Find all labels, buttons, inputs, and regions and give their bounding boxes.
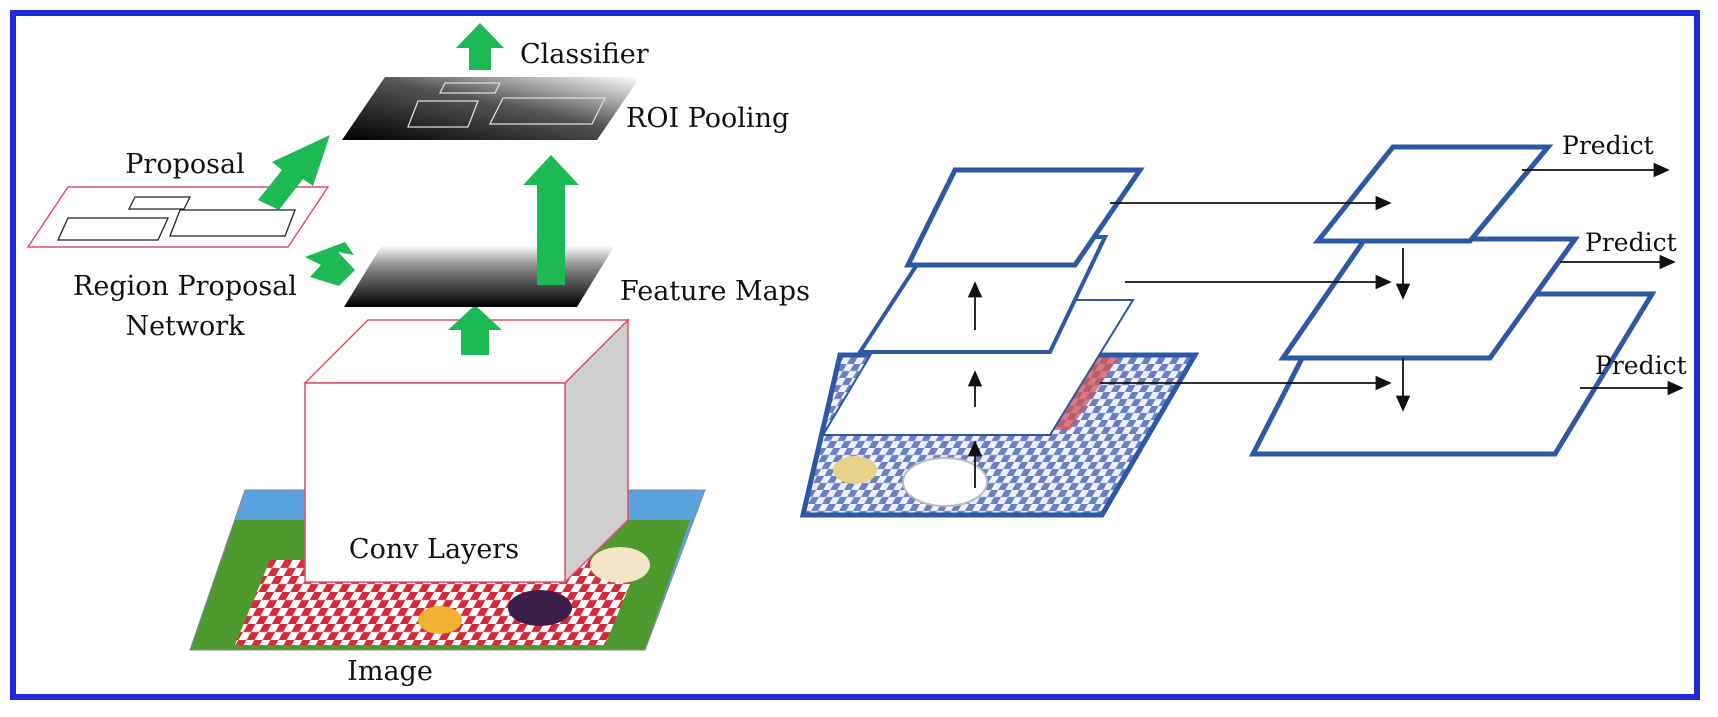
arrow-feature-to-roi-icon (523, 155, 579, 285)
roi-pooling-label: ROI Pooling (626, 103, 789, 134)
bottom-up-level-3 (903, 167, 1145, 268)
top-down-level-top-overlay (1312, 144, 1554, 244)
arrow-feature-to-rpn-icon (305, 242, 355, 286)
top-down-level-middle-overlay (1278, 236, 1580, 361)
proposal-label: Proposal (125, 149, 244, 180)
proposal-plane (26, 186, 330, 248)
rpn-label-line2: Network (125, 311, 245, 342)
conv-layers-label: Conv Layers (349, 534, 519, 565)
arrow-conv-to-feature-icon (448, 305, 502, 355)
roi-pooling-plane (342, 77, 640, 140)
predict-label-middle: Predict (1585, 228, 1677, 257)
image-label: Image (347, 656, 433, 687)
arrow-roi-to-classifier-icon (456, 23, 504, 70)
feature-maps-label: Feature Maps (620, 276, 810, 307)
feature-maps-plane (344, 245, 615, 307)
predict-label-bottom: Predict (1595, 351, 1687, 380)
arrow-proposal-to-roi-icon (258, 135, 330, 210)
predict-label-top: Predict (1562, 131, 1654, 160)
rpn-label-line1: Region Proposal (73, 271, 297, 302)
classifier-label: Classifier (520, 39, 649, 70)
